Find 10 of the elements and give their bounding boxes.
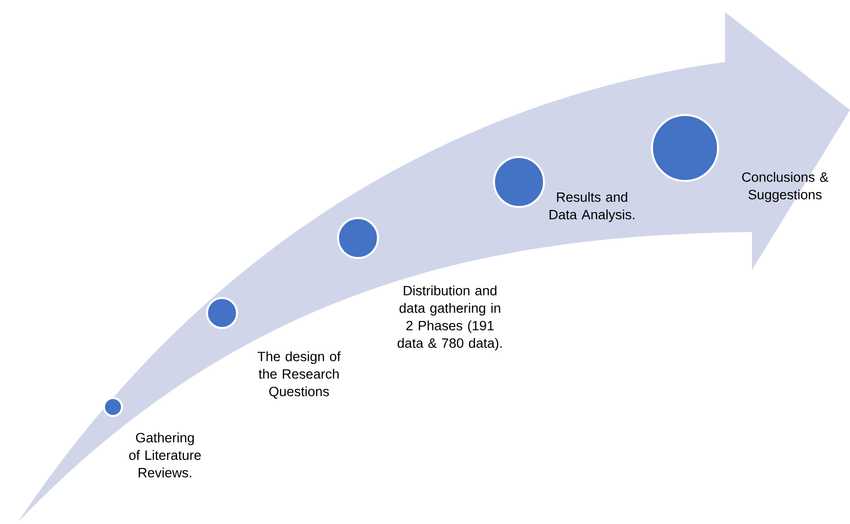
step-label: Conclusions & Suggestions	[742, 172, 828, 202]
step-label: Results and Data Analysis.	[550, 192, 634, 222]
milestone-circle	[337, 217, 379, 259]
step-label: The design of the Research Questions	[258, 351, 341, 399]
step-label: Distribution and data gathering in 2 Phases (191 data & 780 data).	[398, 285, 502, 351]
milestone-circle	[206, 297, 238, 329]
step-label: Gathering of Literature Reviews.	[129, 432, 201, 478]
milestone-circle	[103, 397, 123, 417]
milestone-circle	[651, 114, 720, 182]
milestone-circle	[493, 156, 545, 208]
